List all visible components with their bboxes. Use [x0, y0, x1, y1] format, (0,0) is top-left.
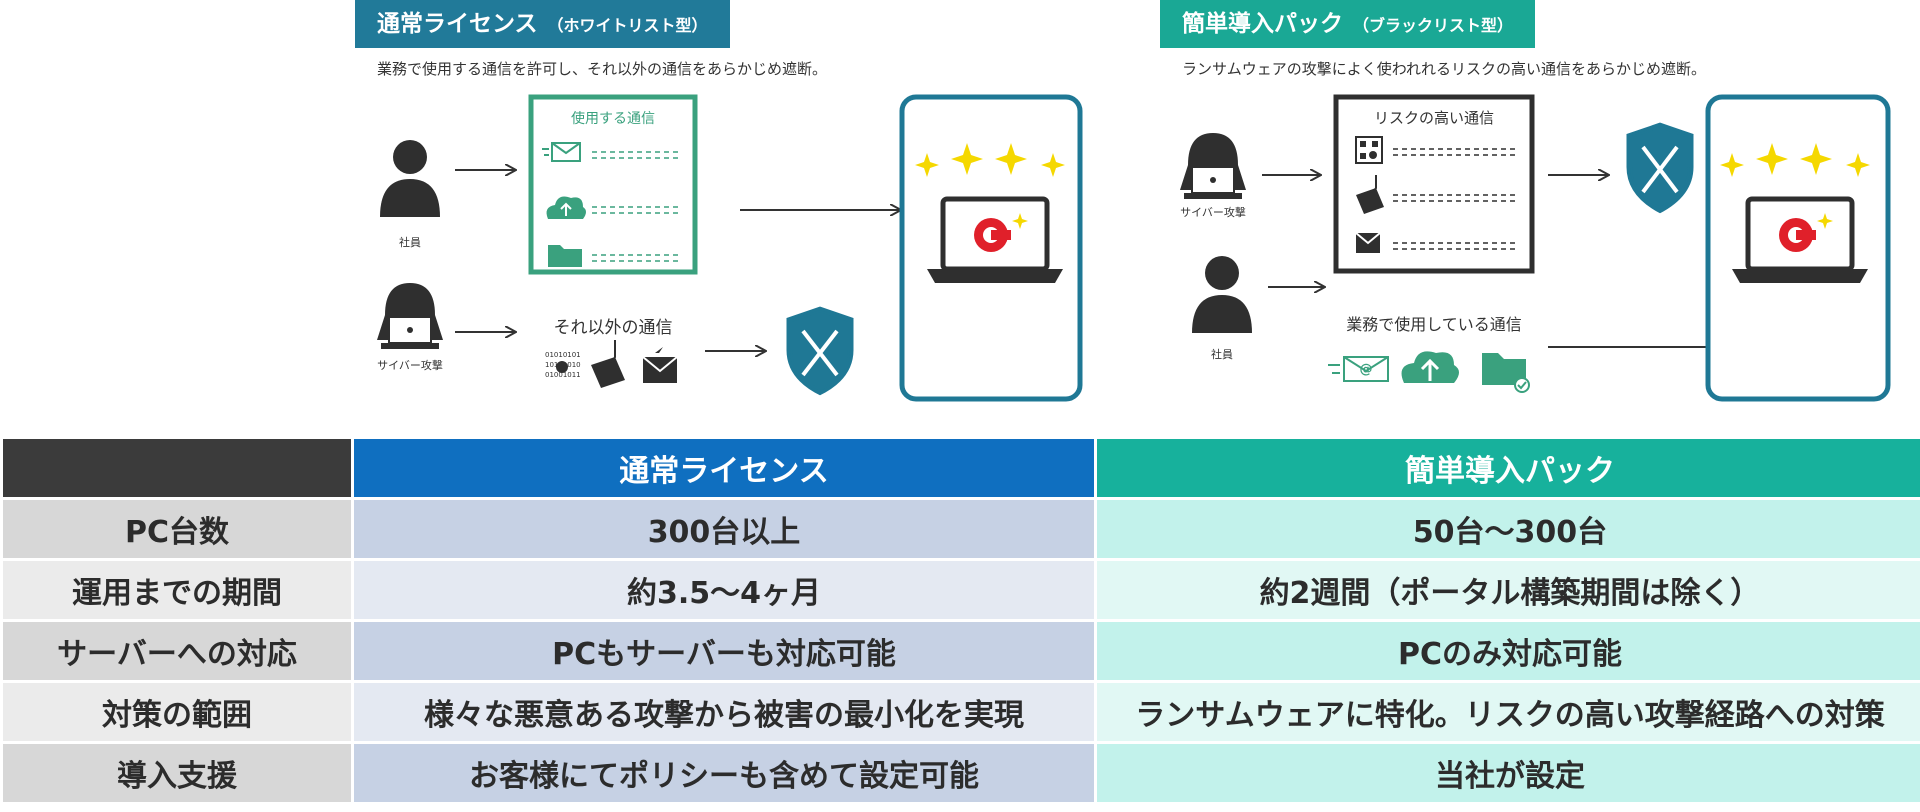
cloud-upload-icon	[546, 196, 586, 219]
shield-swords-icon	[1623, 119, 1697, 217]
email-icon	[542, 142, 581, 162]
laptop-icon	[1732, 196, 1868, 283]
employee-icon	[380, 140, 440, 217]
attacker-label: サイバー攻撃	[1180, 205, 1246, 219]
whitelist-panel-description: 業務で使用する通信を許可し、それ以外の通信をあらかじめ遮断。	[377, 60, 828, 78]
blacklist-panel: 簡単導入パック （ブラックリスト型） ランサムウェアの攻撃によく使われれるリスク…	[1160, 0, 1910, 420]
table-row: サーバーへの対応 PCもサーバーも対応可能 PCのみ対応可能	[3, 622, 1920, 680]
business-traffic-label: 業務で使用している通信	[1346, 315, 1522, 334]
standard-license-cell: お客様にてポリシーも含めて設定可能	[354, 744, 1094, 802]
standard-license-cell: 様々な悪意ある攻撃から被害の最小化を実現	[354, 683, 1094, 741]
whitelist-panel-subtitle: （ホワイトリスト型）	[547, 16, 708, 35]
table-corner-header	[3, 439, 351, 497]
row-label: 運用までの期間	[3, 561, 351, 619]
malicious-mail-icon	[642, 347, 678, 383]
folder-icon	[548, 245, 582, 267]
employee-icon	[1192, 256, 1252, 333]
comparison-table: 通常ライセンス 簡単導入パック PC台数 300台以上 50台～300台 運用ま…	[0, 436, 1920, 805]
row-label: サーバーへの対応	[3, 622, 351, 680]
row-label: 対策の範囲	[3, 683, 351, 741]
risky-traffic-title: リスクの高い通信	[1374, 109, 1494, 127]
attacker-label: サイバー攻撃	[377, 358, 443, 372]
malicious-mail-icon	[1355, 232, 1381, 253]
cloud-upload-icon	[1401, 351, 1459, 383]
blacklist-panel-description: ランサムウェアの攻撃によく使われれるリスクの高い通信をあらかじめ遮断。	[1182, 60, 1706, 78]
blacklist-panel-subtitle: （ブラックリスト型）	[1353, 16, 1514, 35]
standard-license-cell: 300台以上	[354, 500, 1094, 558]
whitelist-panel: 通常ライセンス （ホワイトリスト型） 業務で使用する通信を許可し、それ以外の通信…	[355, 0, 1100, 420]
easy-pack-cell: 当社が設定	[1097, 744, 1920, 802]
table-row: 運用までの期間 約3.5～4ヶ月 約2週間（ポータル構築期間は除く）	[3, 561, 1920, 619]
whitelist-panel-title: 通常ライセンス	[377, 11, 538, 37]
hook-icon	[591, 340, 625, 388]
row-label: 導入支援	[3, 744, 351, 802]
svg-text:@: @	[1360, 362, 1373, 377]
allowed-traffic-title: 使用する通信	[571, 110, 655, 127]
laptop-icon	[927, 196, 1063, 283]
svg-text:01001011: 01001011	[545, 371, 581, 379]
standard-license-cell: PCもサーバーも対応可能	[354, 622, 1094, 680]
email-icon: @	[1328, 356, 1389, 382]
sparkle-icons	[915, 143, 1065, 177]
whitelist-panel-header: 通常ライセンス （ホワイトリスト型）	[355, 0, 730, 48]
folder-icon	[1482, 353, 1530, 393]
svg-text:01010101: 01010101	[545, 351, 581, 359]
whitelist-diagram: 社員 使用する通信 サイバー攻撃	[377, 94, 1083, 402]
allowed-traffic-box	[528, 94, 698, 275]
hook-icon	[1356, 175, 1384, 214]
row-label: PC台数	[3, 500, 351, 558]
easy-pack-cell: ランサムウェアに特化。リスクの高い攻撃経路への対策	[1097, 683, 1920, 741]
standard-license-cell: 約3.5～4ヶ月	[354, 561, 1094, 619]
employee-label: 社員	[399, 235, 421, 249]
other-traffic-label: それ以外の通信	[554, 318, 673, 338]
hacker-icon	[377, 283, 443, 349]
easy-pack-header: 簡単導入パック	[1097, 439, 1920, 497]
table-row: PC台数 300台以上 50台～300台	[3, 500, 1920, 558]
table-row: 導入支援 お客様にてポリシーも含めて設定可能 当社が設定	[3, 744, 1920, 802]
qr-bug-icon	[1355, 136, 1383, 164]
blacklist-panel-header: 簡単導入パック （ブラックリスト型）	[1160, 0, 1536, 48]
employee-label: 社員	[1211, 347, 1233, 361]
easy-pack-cell: PCのみ対応可能	[1097, 622, 1920, 680]
easy-pack-cell: 50台～300台	[1097, 500, 1920, 558]
blacklist-diagram: サイバー攻撃 リスクの高い通信	[1180, 94, 1891, 402]
sparkle-icons	[1720, 143, 1870, 177]
table-header-row: 通常ライセンス 簡単導入パック	[3, 439, 1920, 497]
shield-swords-icon	[783, 303, 857, 399]
blacklist-panel-title: 簡単導入パック	[1182, 11, 1343, 37]
easy-pack-cell: 約2週間（ポータル構築期間は除く）	[1097, 561, 1920, 619]
standard-license-header: 通常ライセンス	[354, 439, 1094, 497]
hacker-icon	[1180, 133, 1246, 199]
table-row: 対策の範囲 様々な悪意ある攻撃から被害の最小化を実現 ランサムウェアに特化。リス…	[3, 683, 1920, 741]
